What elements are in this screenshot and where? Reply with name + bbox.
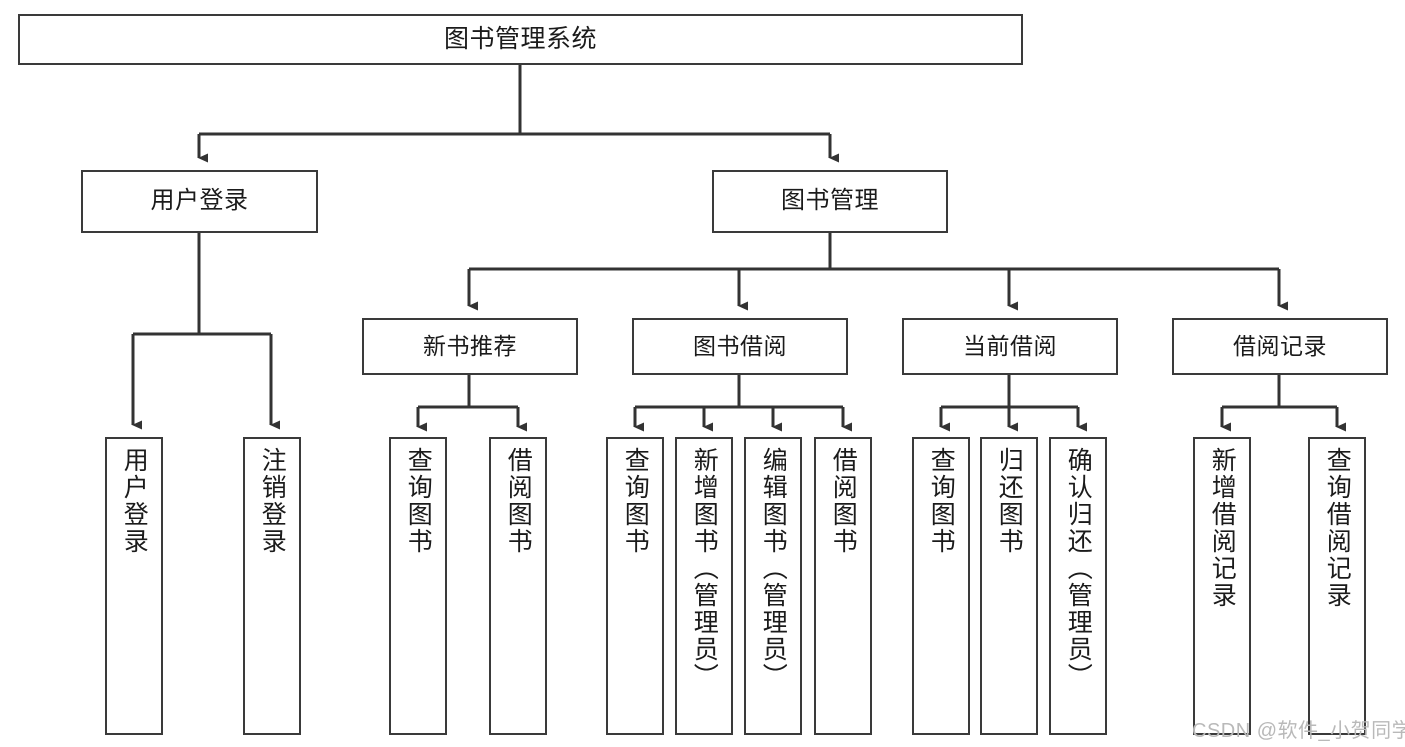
leaf-new-book-query[interactable]: 查询图书 bbox=[389, 437, 447, 735]
node-user-login[interactable]: 用户登录 bbox=[81, 170, 318, 233]
node-new-book-recommend[interactable]: 新书推荐 bbox=[362, 318, 578, 375]
node-label: 用户登录 bbox=[120, 447, 149, 555]
csdn-watermark: CSDN @软件_小贺同学 bbox=[1192, 714, 1405, 743]
node-label: 查询图书 bbox=[621, 447, 650, 555]
node-label: 查询借阅记录 bbox=[1323, 447, 1352, 609]
leaf-borrow-add-book[interactable]: 新增图书（管理员） bbox=[675, 437, 733, 735]
leaf-user-login-signin[interactable]: 用户登录 bbox=[105, 437, 163, 735]
node-current-borrow[interactable]: 当前借阅 bbox=[902, 318, 1118, 375]
node-label: 借阅图书 bbox=[504, 447, 533, 555]
node-label: 图书借阅 bbox=[693, 332, 787, 359]
node-label: 图书管理 bbox=[781, 187, 879, 215]
node-root-system[interactable]: 图书管理系统 bbox=[18, 14, 1023, 65]
leaf-borrow-edit-book[interactable]: 编辑图书（管理员） bbox=[744, 437, 802, 735]
leaf-new-book-borrow[interactable]: 借阅图书 bbox=[489, 437, 547, 735]
leaf-record-add[interactable]: 新增借阅记录 bbox=[1193, 437, 1251, 735]
node-label: 查询图书 bbox=[927, 447, 956, 555]
node-book-management[interactable]: 图书管理 bbox=[712, 170, 948, 233]
node-borrow-record[interactable]: 借阅记录 bbox=[1172, 318, 1388, 375]
leaf-current-query-book[interactable]: 查询图书 bbox=[912, 437, 970, 735]
node-label: 当前借阅 bbox=[963, 332, 1057, 359]
node-label: 查询图书 bbox=[404, 447, 433, 555]
watermark-text: CSDN @软件_小贺同学 bbox=[1192, 720, 1405, 742]
leaf-user-login-signout[interactable]: 注销登录 bbox=[243, 437, 301, 735]
node-label: 借阅记录 bbox=[1233, 332, 1327, 359]
node-label: 新增借阅记录 bbox=[1208, 447, 1237, 609]
node-label: 用户登录 bbox=[150, 187, 249, 215]
node-label: 编辑图书（管理员） bbox=[759, 447, 788, 690]
leaf-current-return-book[interactable]: 归还图书 bbox=[980, 437, 1038, 735]
leaf-record-query[interactable]: 查询借阅记录 bbox=[1308, 437, 1366, 735]
node-label: 借阅图书 bbox=[829, 447, 858, 555]
node-book-borrow[interactable]: 图书借阅 bbox=[632, 318, 848, 375]
node-label: 确认归还（管理员） bbox=[1064, 447, 1093, 690]
leaf-borrow-query-book[interactable]: 查询图书 bbox=[606, 437, 664, 735]
node-label: 新增图书（管理员） bbox=[690, 447, 719, 690]
leaf-current-confirm-return[interactable]: 确认归还（管理员） bbox=[1049, 437, 1107, 735]
node-label: 归还图书 bbox=[995, 447, 1024, 555]
node-label: 图书管理系统 bbox=[443, 24, 597, 53]
node-label: 注销登录 bbox=[258, 447, 287, 555]
node-label: 新书推荐 bbox=[423, 332, 517, 359]
leaf-borrow-borrow-book[interactable]: 借阅图书 bbox=[814, 437, 872, 735]
